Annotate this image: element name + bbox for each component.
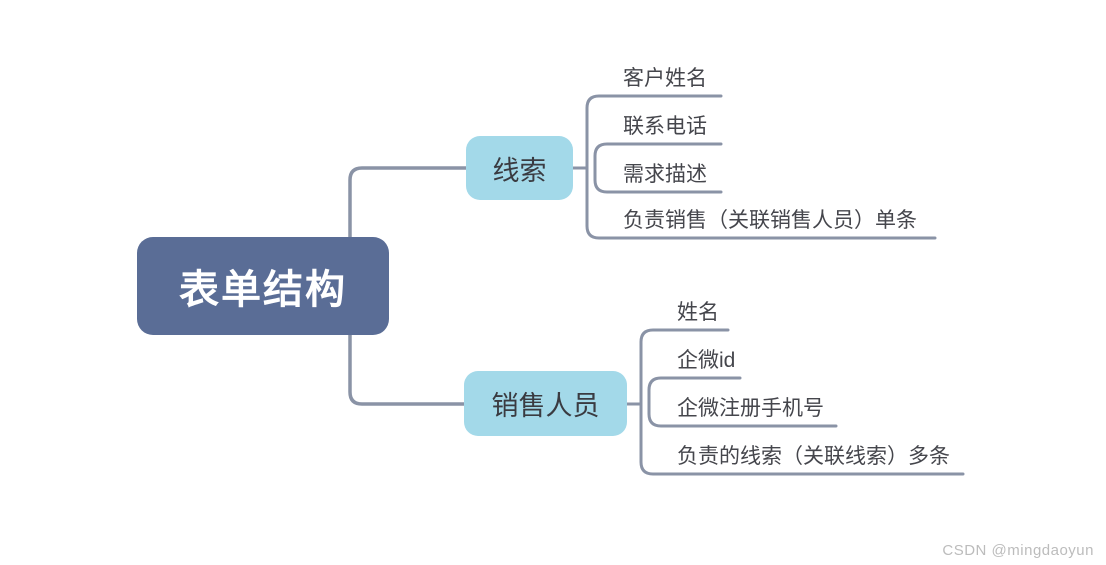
root-node-form-structure[interactable]: 表单结构 — [137, 237, 389, 335]
leaf-contact-phone[interactable]: 联系电话 — [623, 115, 707, 138]
leaf-customer-name[interactable]: 客户姓名 — [623, 67, 707, 90]
connector-sales-outer — [639, 328, 965, 476]
leaf-responsible-sales-link[interactable]: 负责销售（关联销售人员）单条 — [623, 209, 917, 232]
csdn-watermark: CSDN @mingdaoyun — [942, 542, 1094, 559]
branch-node-sales[interactable]: 销售人员 — [464, 371, 627, 436]
leaf-name[interactable]: 姓名 — [677, 301, 719, 324]
connector-leads-outer — [585, 94, 937, 240]
branch-node-leads[interactable]: 线索 — [466, 136, 573, 200]
leaf-wecom-id[interactable]: 企微id — [677, 349, 736, 372]
leaf-wecom-registered-phone[interactable]: 企微注册手机号 — [677, 397, 824, 420]
connector-root-to-sales — [348, 320, 466, 406]
leaf-requirement-description[interactable]: 需求描述 — [623, 163, 707, 186]
connector-sales-inner — [647, 376, 838, 428]
leaf-responsible-leads-link[interactable]: 负责的线索（关联线索）多条 — [677, 445, 950, 468]
connector-leads-inner — [593, 142, 723, 194]
connector-root-to-leads — [348, 166, 468, 252]
